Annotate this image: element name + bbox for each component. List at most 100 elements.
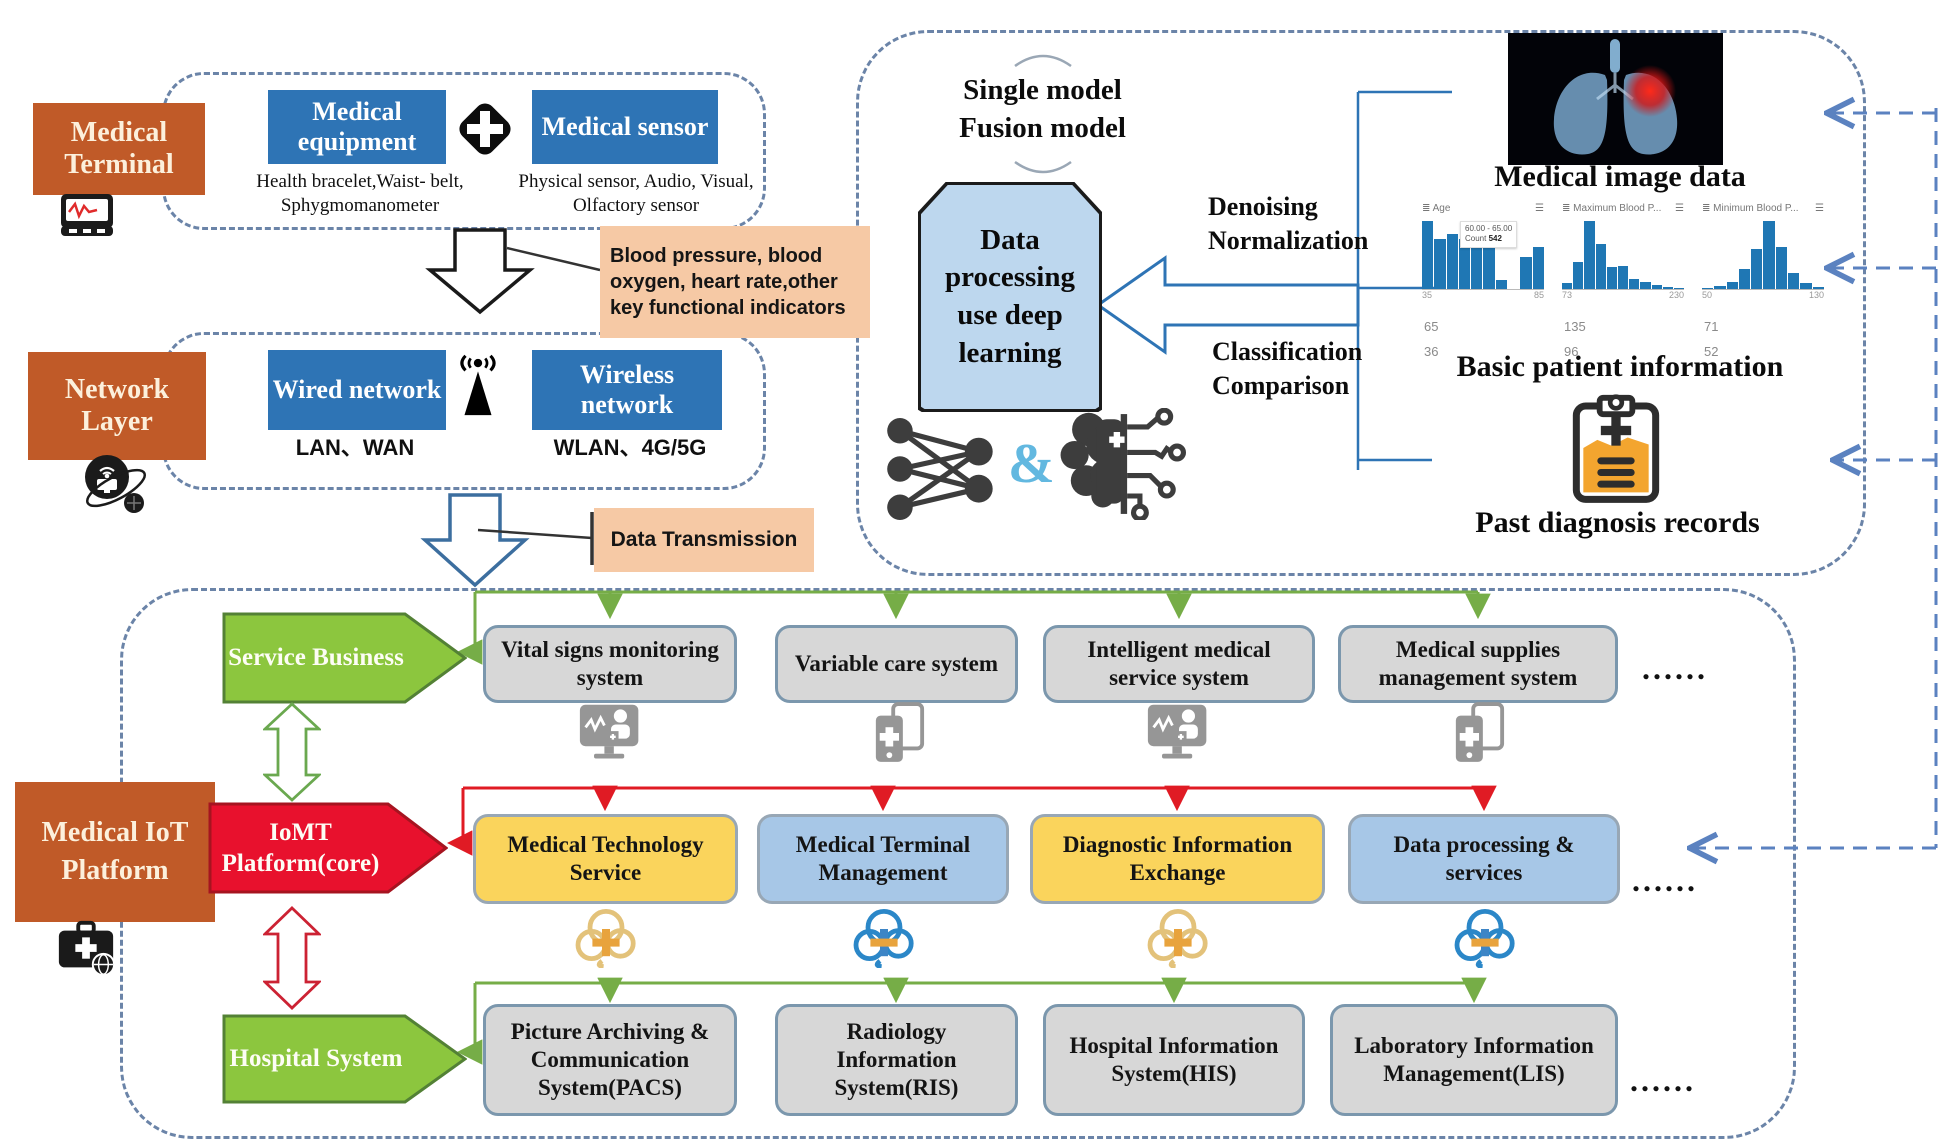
service-business-label: Service Business	[228, 644, 404, 672]
denoising-label: Denoising Normalization	[1208, 190, 1418, 258]
network-layer-label: Network Layer	[28, 352, 206, 460]
stat-value: 96	[1564, 343, 1579, 359]
axis-max: 130	[1808, 290, 1824, 300]
histogram-bar	[1751, 249, 1763, 289]
tooltip-count-value: 542	[1488, 234, 1502, 244]
sensor-caption: Physical sensor, Audio, Visual, Olfactor…	[518, 171, 754, 216]
cloud-cross-icon-blue	[853, 909, 914, 968]
medical-sensor-box: Medical sensor	[532, 90, 718, 164]
vital-signs-text: Vital signs monitoring system	[501, 636, 719, 690]
axis-max: 230	[1668, 290, 1684, 300]
lis-box: Laboratory Information Management(LIS)	[1330, 1004, 1618, 1116]
axis-min: 73	[1562, 290, 1573, 300]
transmission-text: Data Transmission	[610, 528, 798, 552]
stat-value: 52	[1704, 343, 1719, 359]
stat-value: 65	[1424, 319, 1439, 334]
ampersand-text: &	[1008, 433, 1055, 495]
cloud-cross-icon-yellow	[1147, 909, 1208, 968]
terminal-management-text: Medical Terminal Management	[795, 831, 971, 885]
intelligent-service-text: Intelligent medical service system	[1087, 636, 1271, 690]
cloud-cross-icon-yellow	[575, 909, 636, 968]
indicators-callout: Blood pressure, blood oxygen, heart rate…	[600, 226, 870, 338]
histogram-bar	[1562, 283, 1573, 289]
medical-equipment-text: Medical equipment	[297, 97, 417, 156]
wired-network-box: Wired network	[268, 350, 446, 430]
process-left-arrow	[1095, 255, 1360, 355]
equipment-caption: Health bracelet,Waist- belt, Sphygmomano…	[256, 171, 464, 216]
brace-top-icon	[1014, 54, 1072, 68]
vital-signs-box: Vital signs monitoring system	[483, 625, 737, 703]
indicators-leader-line	[506, 246, 601, 272]
wireless-network-text: Wireless network	[579, 360, 675, 419]
mobile-devices-icon	[875, 702, 925, 762]
intelligent-service-box: Intelligent medical service system	[1043, 625, 1315, 703]
stat-value: 71	[1704, 319, 1719, 334]
wireless-caption: WLAN、4G/5G	[553, 435, 707, 460]
histogram-bar	[1595, 244, 1606, 289]
histogram-bar	[1662, 286, 1673, 289]
dl-box-text: Data processing use deep learning	[945, 223, 1075, 369]
medical-equipment-box: Medical equipment	[268, 90, 446, 164]
histogram-bar	[1422, 220, 1434, 289]
fusion-model-text: Fusion model	[959, 111, 1126, 144]
histogram-bar	[1673, 287, 1685, 289]
histogram-bar	[1702, 287, 1714, 289]
histogram-bar	[1520, 256, 1532, 289]
network-layer-text: Network Layer	[64, 374, 170, 437]
grid-icon: ≣	[1702, 203, 1711, 214]
axis-max: 85	[1533, 290, 1544, 300]
service-connectors	[456, 590, 1491, 665]
histogram-bar	[1434, 238, 1446, 289]
wired-caption: LAN、WAN	[295, 435, 415, 460]
row3-ellipsis: ......	[1630, 1062, 1696, 1098]
histogram-minbp-title: Minimum Blood P...	[1713, 203, 1799, 214]
monitor-doctor-icon	[579, 704, 639, 759]
ris-text: Radiology Information System(RIS)	[834, 1018, 959, 1101]
data-processing-text: Data processing & services	[1393, 831, 1575, 885]
medical-supplies-box: Medical supplies management system	[1338, 625, 1618, 703]
dl-box: Data processing use deep learning	[918, 182, 1102, 412]
histogram-bar	[1584, 220, 1595, 289]
sort-icon: ☰	[1815, 203, 1824, 214]
medical-iot-text: Medical IoT Platform	[41, 817, 189, 886]
dl-box-inner: Data processing use deep learning	[921, 185, 1099, 409]
row1-ellipsis: ......	[1642, 650, 1708, 686]
medical-technology-box: Medical Technology Service	[473, 814, 738, 904]
histogram-bar	[1738, 268, 1751, 289]
sort-icon: ☰	[1675, 203, 1684, 214]
transmission-leader-line	[477, 528, 593, 540]
histogram-bar	[1446, 234, 1458, 289]
service-business-arrow	[222, 612, 467, 704]
histogram-bar	[1763, 220, 1775, 289]
histogram-bar	[1483, 241, 1495, 289]
green-double-arrow	[263, 702, 321, 802]
basic-patient-info-title: Basic patient information	[1456, 350, 1784, 383]
medical-technology-text: Medical Technology Service	[507, 831, 704, 885]
axis-min: 35	[1422, 290, 1433, 300]
tooltip-range: 60.00 - 65.00	[1465, 224, 1513, 233]
transmission-callout: Data Transmission	[594, 508, 814, 572]
iomt-core-label: IoMT Platform(core)	[221, 818, 380, 877]
histogram-min-bp: ≣ Minimum Blood P... ☰ 50 130 71 52	[1702, 203, 1824, 359]
histogram-bar	[1714, 286, 1726, 289]
variable-care-text: Variable care system	[794, 650, 999, 676]
feedback-dashed-lines	[1695, 108, 1938, 848]
histogram-age-title: Age	[1432, 203, 1451, 214]
wired-network-text: Wired network	[272, 375, 442, 405]
histogram-bar	[1617, 265, 1629, 289]
medical-terminal-label: Medical Terminal	[33, 103, 205, 195]
axis-min: 50	[1702, 290, 1713, 300]
his-text: Hospital Information System(HIS)	[1069, 1032, 1279, 1086]
tooltip-count-label: Count	[1465, 234, 1487, 244]
lung-image	[1508, 33, 1723, 165]
medical-image-data-title: Medical image data	[1494, 160, 1746, 193]
histogram-minbp-bars	[1702, 217, 1824, 290]
histogram-bar	[1458, 238, 1471, 289]
terminal-down-arrow	[425, 228, 535, 315]
hospital-system-label: Hospital System	[229, 1045, 403, 1073]
medical-briefcase-icon	[58, 920, 116, 977]
histogram-maxbp-title: Maximum Blood P...	[1573, 203, 1662, 214]
